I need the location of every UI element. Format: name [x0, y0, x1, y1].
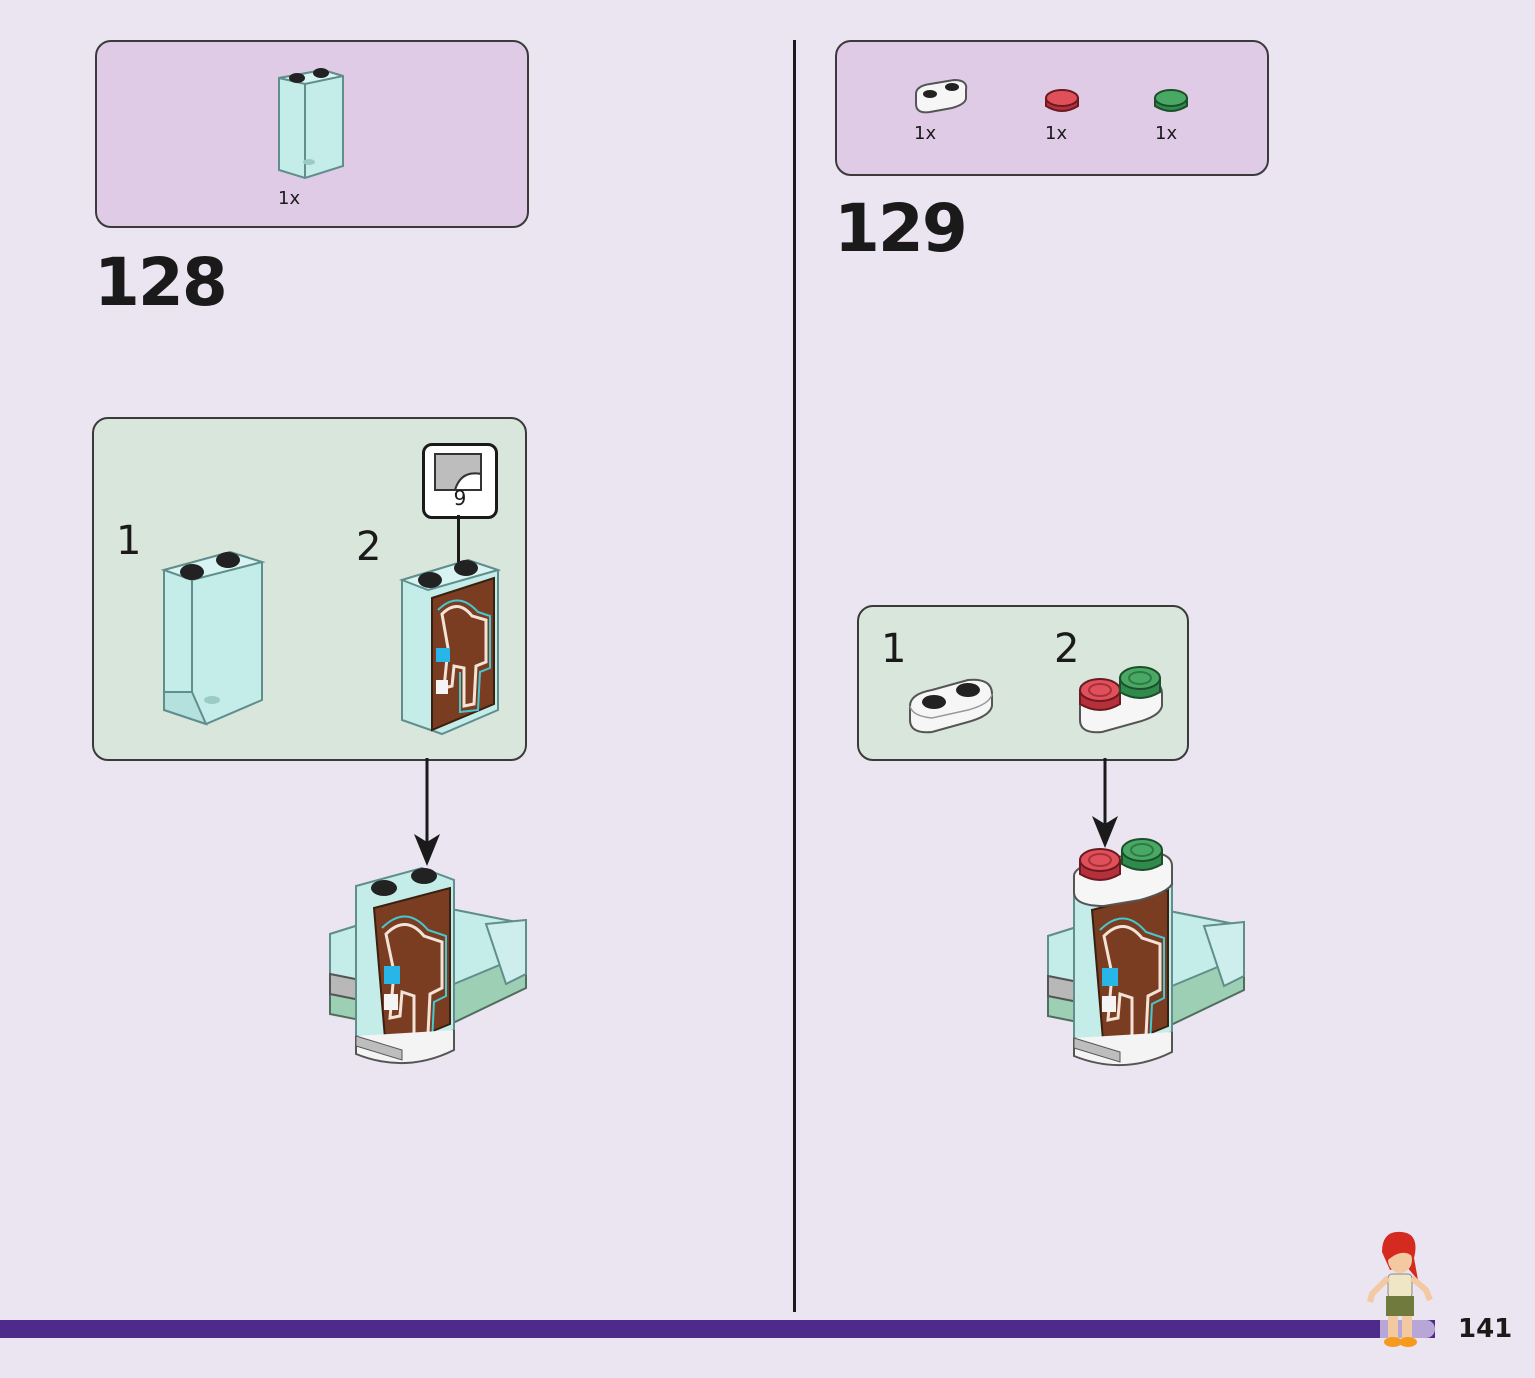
arrow-down-icon	[1092, 758, 1118, 848]
plate-with-tiles-icon	[1079, 666, 1163, 734]
part-quantity: 1x	[1155, 123, 1178, 144]
stickered-panel-icon	[398, 558, 502, 736]
part-quantity: 1x	[278, 188, 301, 209]
white-plate-1x2-icon	[915, 78, 968, 114]
substep-number: 2	[1054, 626, 1080, 672]
step-number: 129	[834, 190, 968, 267]
arrow-down-icon	[414, 758, 440, 866]
red-round-tile-icon	[1045, 89, 1079, 112]
sticker-sheet-icon	[434, 453, 482, 491]
minifigure-mia-icon	[1367, 1231, 1433, 1347]
page-number: 141	[1458, 1314, 1513, 1344]
substep-number: 2	[356, 524, 382, 570]
footer-bar	[0, 1320, 1435, 1338]
substep-number: 1	[881, 626, 907, 672]
callout-line	[457, 515, 460, 595]
green-round-tile-icon	[1154, 89, 1188, 112]
page-divider	[793, 40, 796, 1312]
build-model-illustration	[1047, 838, 1245, 1067]
build-model-illustration	[329, 866, 527, 1065]
sticker-number: 9	[453, 486, 467, 510]
transparent-panel-icon	[160, 550, 266, 726]
part-quantity: 1x	[914, 123, 937, 144]
white-plate-1x2-icon	[909, 678, 993, 734]
step-number: 128	[94, 244, 228, 321]
sticker-callout: 9	[422, 443, 498, 519]
substep-number: 1	[116, 518, 142, 564]
transparent-panel-icon	[278, 68, 344, 180]
part-quantity: 1x	[1045, 123, 1068, 144]
